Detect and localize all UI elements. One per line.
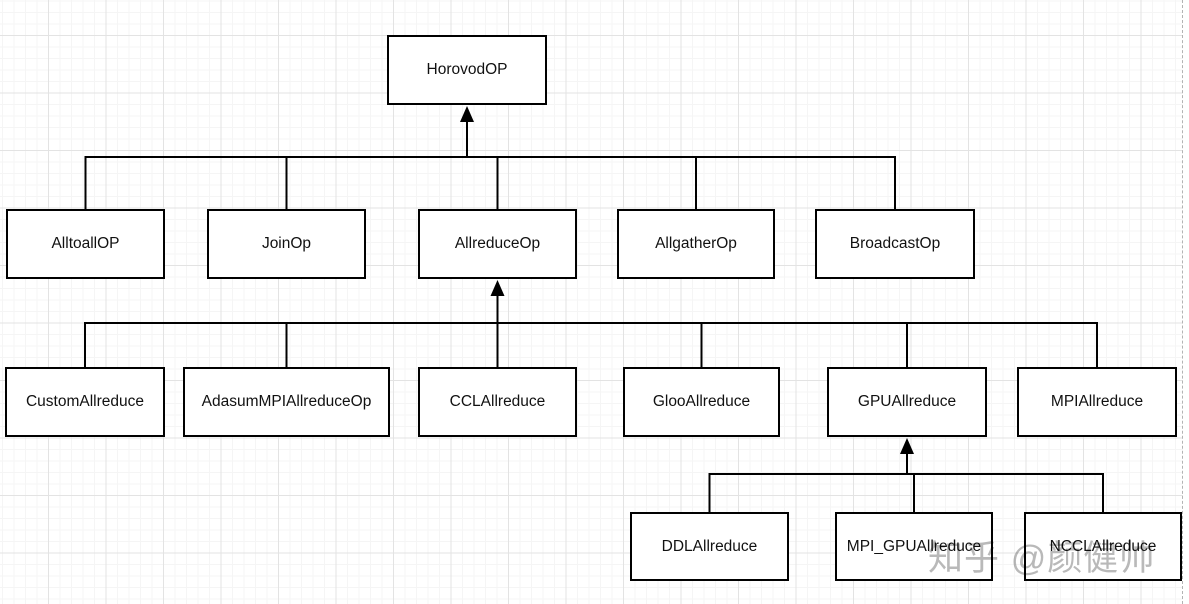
node-label: AllreduceOp: [454, 235, 541, 252]
node-label: CustomAllreduce: [25, 393, 145, 410]
node-alltoallop: AlltoallOP: [6, 209, 165, 279]
node-label: AdasumMPIAllreduceOp: [201, 393, 372, 410]
node-label: CCLAllreduce: [449, 393, 546, 410]
node-label: GPUAllreduce: [857, 393, 957, 410]
node-ncclallreduce: NCCLAllreduce: [1024, 512, 1182, 581]
node-allreduceop: AllreduceOp: [418, 209, 577, 279]
page-right-margin: [1183, 0, 1189, 604]
node-broadcastop: BroadcastOp: [815, 209, 975, 279]
node-gpuallreduce: GPUAllreduce: [827, 367, 987, 437]
node-adasummpiallreduceop: AdasumMPIAllreduceOp: [183, 367, 390, 437]
zhihu-watermark: 知乎 @颜健帅: [928, 539, 1156, 578]
node-glooallreduce: GlooAllreduce: [623, 367, 780, 437]
node-ddlallreduce: DDLAllreduce: [630, 512, 789, 581]
node-label: BroadcastOp: [849, 235, 941, 252]
node-mpiallreduce: MPIAllreduce: [1017, 367, 1177, 437]
node-cclallreduce: CCLAllreduce: [418, 367, 577, 437]
node-label: DDLAllreduce: [661, 537, 758, 555]
node-joinop: JoinOp: [207, 209, 366, 279]
node-customallreduce: CustomAllreduce: [5, 367, 165, 437]
node-label: MPIAllreduce: [1050, 393, 1144, 410]
page-boundary-dashed-line: [1182, 0, 1183, 604]
node-label: GlooAllreduce: [652, 393, 751, 410]
node-label: MPI_GPUAllreduce: [846, 537, 982, 555]
node-allgatherop: AllgatherOp: [617, 209, 775, 279]
node-label: JoinOp: [261, 235, 312, 252]
node-label: NCCLAllreduce: [1049, 537, 1157, 555]
node-label: HorovodOP: [426, 61, 508, 78]
node-label: AllgatherOp: [655, 235, 737, 252]
node-horovodop: HorovodOP: [387, 35, 547, 105]
node-mpi_gpuallreduce: MPI_GPUAllreduce: [835, 512, 993, 581]
node-label: AlltoallOP: [51, 235, 120, 252]
